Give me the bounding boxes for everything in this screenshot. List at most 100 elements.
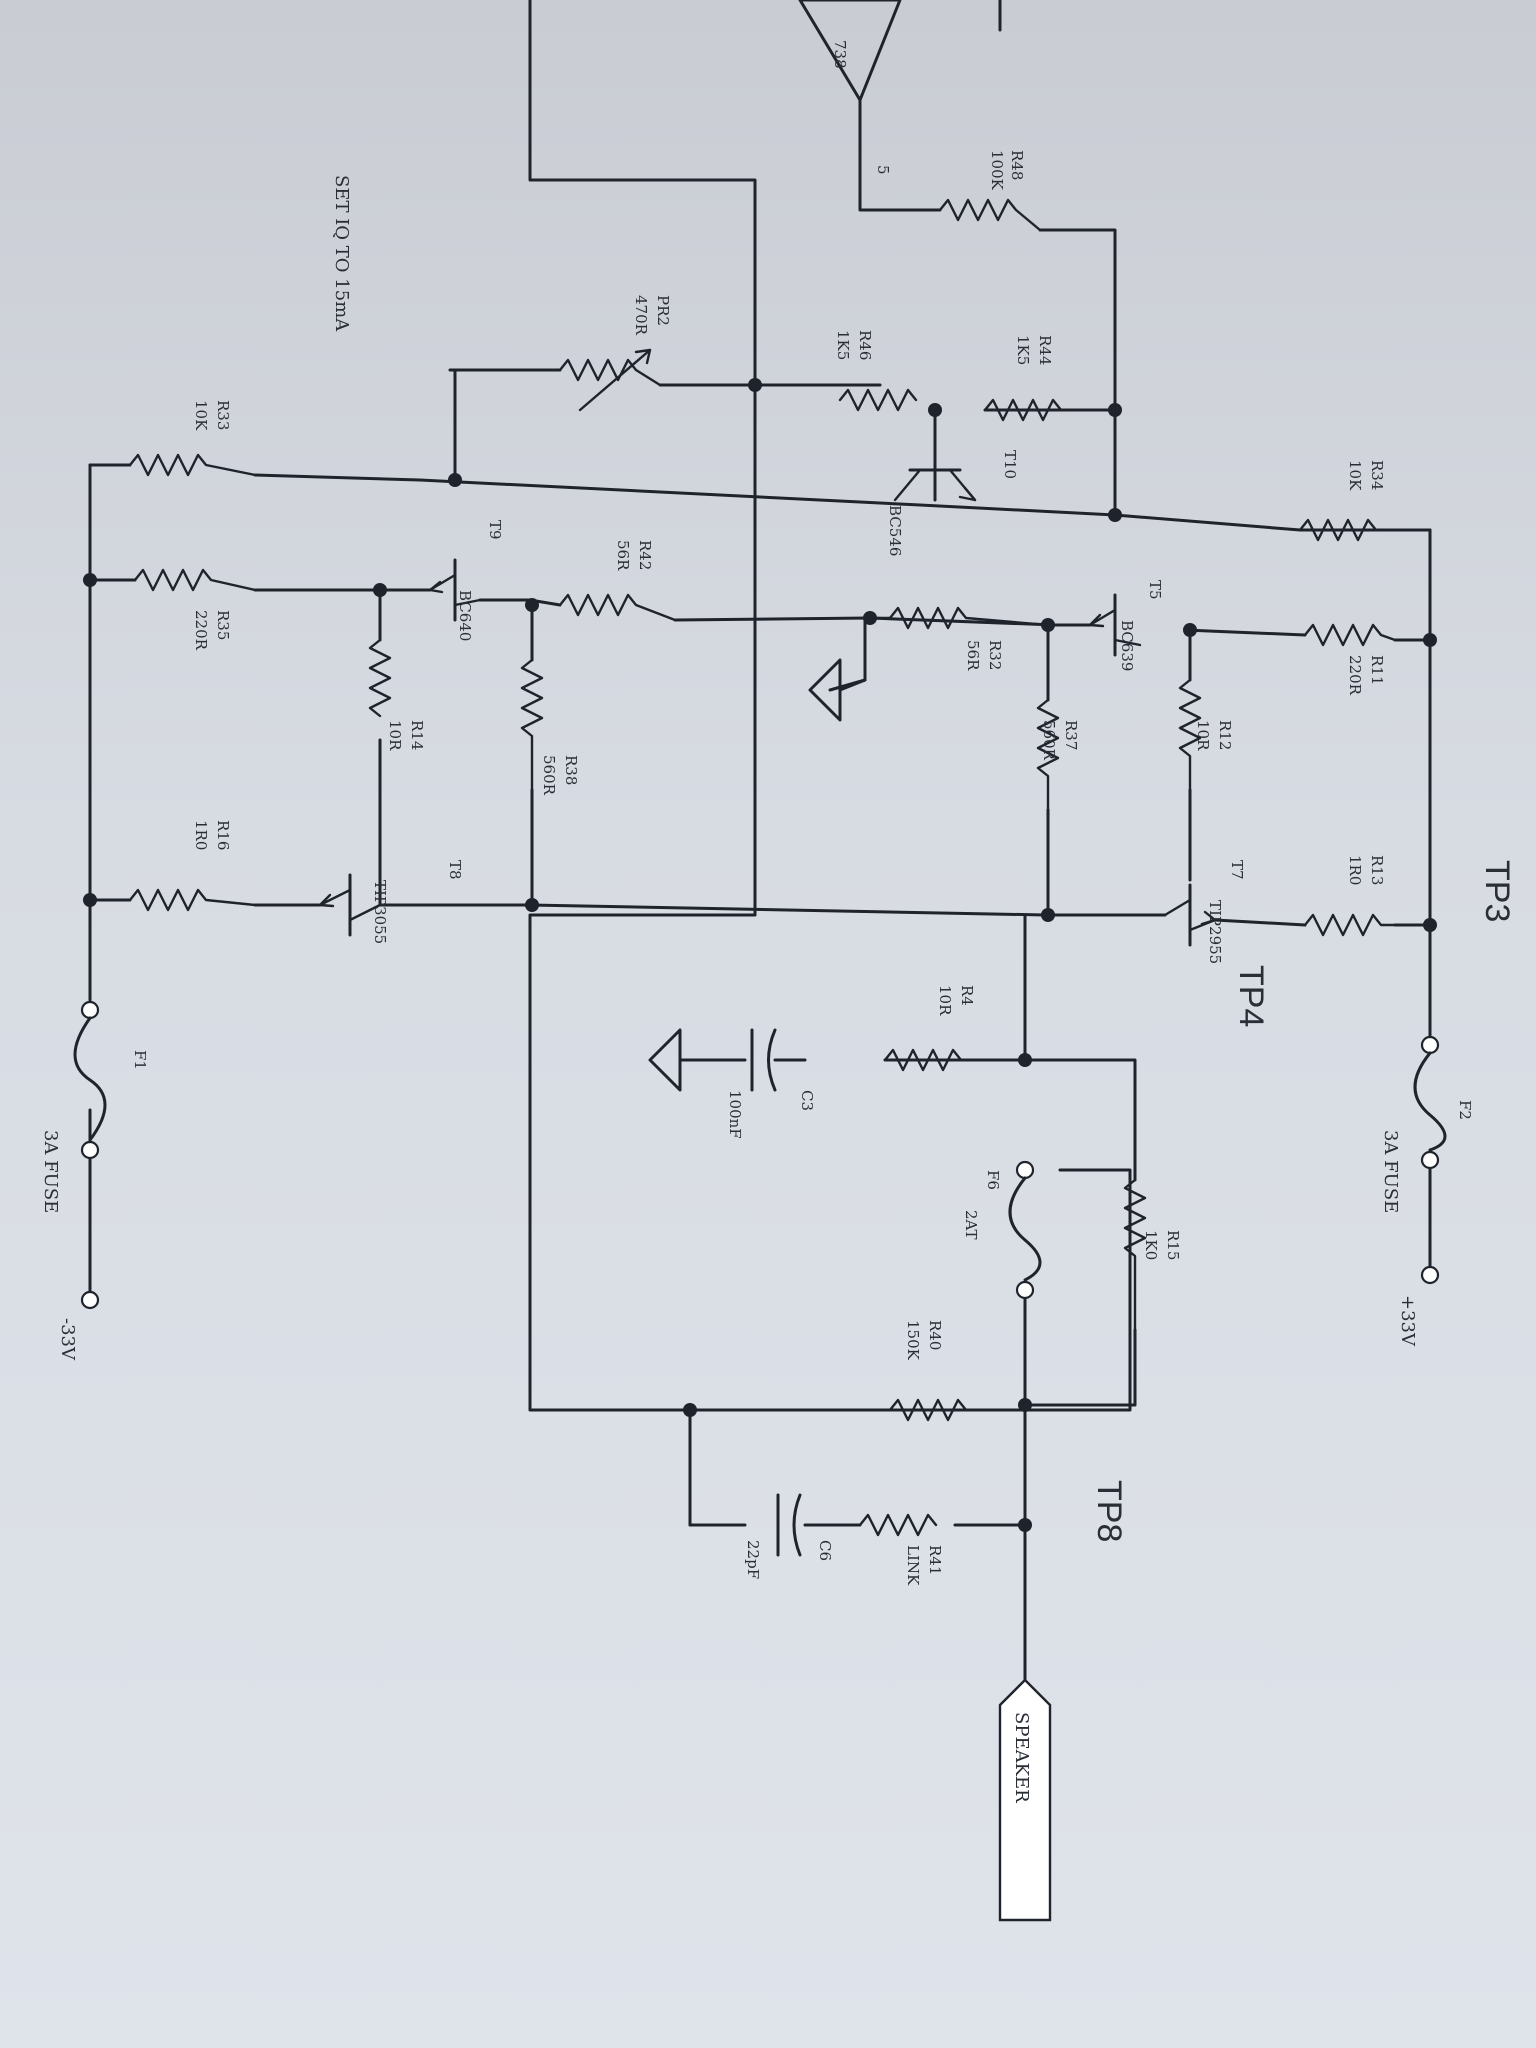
- fuse-f2: F2 3A FUSE: [1380, 1035, 1474, 1213]
- capacitor-c6: C6 22pF: [744, 1493, 834, 1579]
- svg-text:R12: R12: [1216, 720, 1234, 750]
- svg-text:100nF: 100nF: [726, 1090, 744, 1139]
- svg-text:2AT: 2AT: [962, 1210, 980, 1240]
- svg-text:10R: 10R: [1194, 720, 1212, 751]
- svg-text:TIP2955: TIP2955: [1206, 900, 1224, 964]
- svg-text:1K0: 1K0: [1142, 1230, 1160, 1260]
- svg-text:-33V: -33V: [57, 1318, 78, 1361]
- svg-text:3A FUSE: 3A FUSE: [40, 1130, 61, 1213]
- svg-text:R32: R32: [986, 640, 1004, 670]
- svg-text:1R0: 1R0: [1346, 855, 1364, 885]
- svg-text:R14: R14: [408, 720, 426, 750]
- svg-text:R4: R4: [958, 985, 976, 1006]
- svg-text:R15: R15: [1164, 1230, 1182, 1260]
- svg-text:BC639: BC639: [1118, 620, 1136, 671]
- svg-text:SPEAKER: SPEAKER: [1011, 1712, 1032, 1803]
- resistor-r40: R40 150K: [888, 1320, 968, 1422]
- resistor-r14: R14 10R: [368, 638, 426, 751]
- terminal-plus-33v: +33V: [1397, 1265, 1440, 1347]
- testpoint-tp4: TP4: [1232, 965, 1270, 1027]
- terminal-minus-33v: -33V: [57, 1290, 100, 1361]
- svg-text:F6: F6: [984, 1170, 1002, 1190]
- opamp-symbol: 738 5: [798, 0, 1002, 212]
- svg-text:10K: 10K: [1346, 460, 1364, 491]
- svg-text:738: 738: [831, 40, 849, 69]
- svg-text:R42: R42: [636, 540, 654, 570]
- fuse-f6: F6 2AT: [962, 1160, 1042, 1300]
- svg-text:R40: R40: [926, 1320, 944, 1350]
- resistor-r41: R41 LINK: [858, 1513, 944, 1586]
- svg-text:56R: 56R: [964, 640, 982, 671]
- svg-text:R38: R38: [562, 755, 580, 785]
- resistor-r11: R11 220R: [1303, 623, 1397, 696]
- resistor-r32: R32 56R: [868, 606, 1050, 671]
- svg-text:TIP3055: TIP3055: [371, 880, 389, 944]
- svg-text:PR2: PR2: [654, 295, 672, 326]
- resistor-r42: R42 56R: [558, 540, 677, 622]
- svg-text:C6: C6: [816, 1540, 834, 1561]
- svg-text:R34: R34: [1368, 460, 1386, 490]
- transistor-t9: T9 BC640: [428, 520, 504, 641]
- svg-text:470R: 470R: [632, 295, 650, 336]
- ground-symbol: [648, 1028, 682, 1092]
- testpoint-tp8: TP8: [1090, 1480, 1128, 1542]
- svg-text:560R: 560R: [540, 755, 558, 796]
- resistor-r15: R15 1K0: [1123, 1178, 1182, 1332]
- svg-text:BC640: BC640: [456, 590, 474, 641]
- resistor-r46: R46 1K5: [834, 330, 918, 412]
- resistor-r37: R37 560R: [1036, 698, 1080, 812]
- transistor-t5: T5 BC639: [1088, 580, 1164, 671]
- svg-text:10K: 10K: [192, 400, 210, 431]
- svg-text:R44: R44: [1036, 335, 1054, 365]
- svg-text:T9: T9: [486, 520, 504, 540]
- svg-text:10R: 10R: [936, 985, 954, 1016]
- capacitor-c3: C3 100nF: [678, 1028, 816, 1139]
- svg-text:F1: F1: [131, 1050, 149, 1070]
- svg-text:T7: T7: [1228, 860, 1246, 880]
- resistor-r13: R13 1R0: [1303, 855, 1397, 937]
- svg-text:T8: T8: [446, 860, 464, 880]
- transistor-t10: T10 BC546: [886, 450, 1019, 556]
- resistor-r35: R35 220R: [133, 568, 257, 651]
- svg-text:1K5: 1K5: [834, 330, 852, 360]
- svg-text:R13: R13: [1368, 855, 1386, 885]
- svg-text:+33V: +33V: [1397, 1295, 1418, 1347]
- svg-text:R37: R37: [1062, 720, 1080, 750]
- transistor-t7: T7 TIP2955: [1163, 860, 1246, 964]
- svg-text:560R: 560R: [1040, 720, 1058, 761]
- wires: [88, 0, 1432, 1682]
- potentiometer-pr2: PR2 470R: [558, 295, 672, 412]
- svg-text:22pF: 22pF: [744, 1540, 762, 1579]
- svg-text:1K5: 1K5: [1014, 335, 1032, 365]
- testpoint-tp3: TP3: [1478, 860, 1516, 922]
- ground-symbol: [808, 658, 867, 722]
- svg-text:100K: 100K: [988, 150, 1006, 191]
- svg-text:1R0: 1R0: [192, 820, 210, 850]
- transistor-t8: T8 TIP3055: [318, 860, 464, 944]
- fuse-f1: F1 3A FUSE: [40, 1000, 149, 1213]
- resistor-r38: R38 560R: [520, 658, 580, 796]
- svg-text:R46: R46: [856, 330, 874, 360]
- resistor-r44: R44 1K5: [983, 335, 1063, 422]
- svg-text:220R: 220R: [1346, 655, 1364, 696]
- svg-text:BC546: BC546: [886, 505, 904, 556]
- resistor-r16: R16 1R0: [128, 820, 257, 912]
- svg-text:10R: 10R: [386, 720, 404, 751]
- svg-text:R33: R33: [214, 400, 232, 430]
- svg-text:R11: R11: [1368, 655, 1386, 685]
- svg-text:R35: R35: [214, 610, 232, 640]
- svg-text:220R: 220R: [192, 610, 210, 651]
- svg-text:56R: 56R: [614, 540, 632, 571]
- svg-text:LINK: LINK: [904, 1545, 922, 1586]
- resistor-r34: R34 10K: [1298, 460, 1386, 542]
- svg-text:C3: C3: [798, 1090, 816, 1111]
- resistor-r33: R33 10K: [128, 400, 257, 477]
- speaker-connector: SPEAKER: [998, 1678, 1052, 1922]
- svg-text:T10: T10: [1001, 450, 1019, 479]
- resistor-r4: R4 10R: [883, 985, 976, 1072]
- svg-text:150K: 150K: [904, 1320, 922, 1361]
- resistor-r12: R12 10R: [1178, 678, 1234, 792]
- svg-text:T5: T5: [1146, 580, 1164, 600]
